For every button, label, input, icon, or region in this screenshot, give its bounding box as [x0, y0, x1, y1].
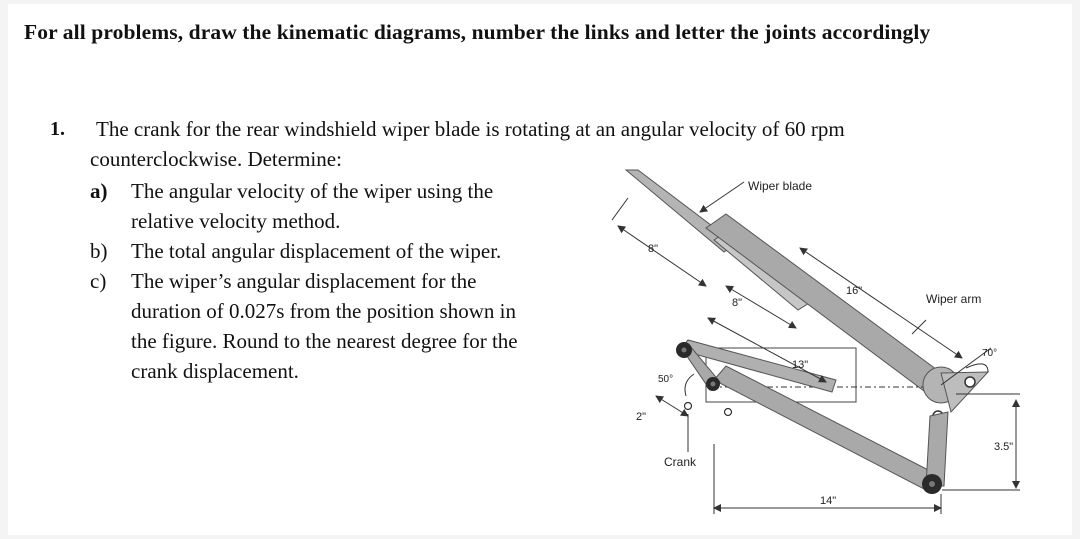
label-angle-70: 70° — [982, 348, 997, 359]
item-c-line3: the figure. Round to the nearest degree … — [131, 329, 518, 353]
label-angle-50: 50° — [658, 374, 673, 385]
label-dim-16: 16" — [846, 285, 862, 297]
item-label-b: b) — [90, 239, 108, 263]
label-dim-2: 2" — [636, 411, 646, 423]
dimension-lines — [611, 181, 1020, 514]
wiper-mechanism-figure: Wiper blade Wiper arm Crank 8" 8" 16" 13… — [611, 169, 1020, 514]
item-c-line2: duration of 0.027s from the position sho… — [131, 299, 516, 323]
label-dim-13: 13" — [792, 359, 808, 371]
problem-statement-line2: counterclockwise. Determine: — [90, 147, 342, 171]
label-wiper-arm: Wiper arm — [926, 292, 981, 306]
label-wiper-blade: Wiper blade — [748, 179, 812, 193]
label-dim-14: 14" — [820, 495, 836, 507]
label-dim-3-5: 3.5" — [994, 441, 1013, 453]
item-a-line1: The angular velocity of the wiper using … — [131, 179, 494, 203]
label-dim-8-lower: 8" — [732, 297, 742, 309]
item-label-c: c) — [90, 269, 107, 293]
label-dim-8-upper: 8" — [648, 243, 658, 255]
label-crank: Crank — [664, 455, 697, 469]
item-b-line1: The total angular displacement of the wi… — [131, 239, 502, 263]
instructions-header: For all problems, draw the kinematic dia… — [24, 20, 931, 44]
item-c-line4: crank displacement. — [131, 359, 299, 383]
problem-number: 1. — [50, 118, 65, 140]
item-label-a: a) — [90, 179, 108, 203]
item-c-line1: The wiper’s angular displacement for the — [131, 269, 477, 293]
item-a-line2: relative velocity method. — [131, 209, 341, 233]
rocker-arm — [922, 411, 949, 494]
problem-statement-line1: The crank for the rear windshield wiper … — [96, 117, 845, 141]
